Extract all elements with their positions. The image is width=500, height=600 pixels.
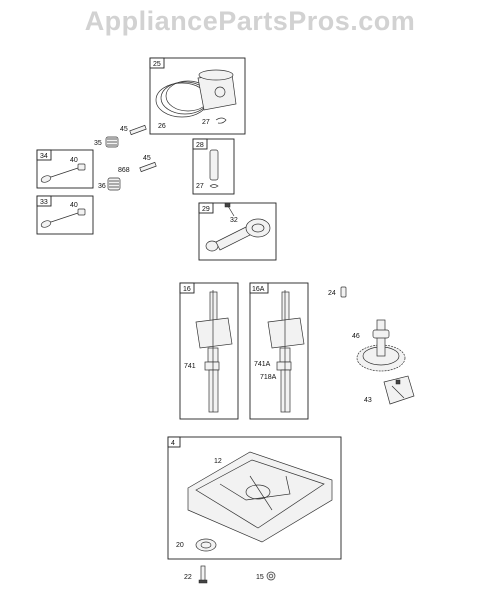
box-sump-cover[interactable]: 4 12 20 [167,436,342,560]
box-intake-valve[interactable]: 33 40 [36,195,94,235]
box-tag: 4 [171,440,175,447]
box-tag: 25 [153,61,161,68]
label-24: 24 [328,290,336,297]
watermark-text: AppliancePartsPros.com [84,6,416,36]
valve-spring-lower-icon [107,161,157,191]
crankshaft-icon [267,290,305,413]
box-connecting-rod[interactable]: 29 32 [198,202,277,261]
governor-icon [383,375,415,405]
label-868: 868 [118,167,130,174]
label-26: 26 [158,123,166,130]
box-crankshaft-alt[interactable]: 16A 741A 718A [249,282,309,420]
crankshaft-icon [195,290,233,413]
box-tag: 28 [196,142,204,149]
label-36: 36 [98,183,106,190]
valve-icon [40,163,86,183]
cam-gear-icon [356,319,406,372]
label-20: 20 [176,542,184,549]
label-40-upper: 40 [70,157,78,164]
wrist-pin-clip-icon [215,117,227,124]
label-45-upper: 45 [120,126,128,133]
label-35: 35 [94,140,102,147]
label-741: 741 [184,363,196,370]
box-tag: 16A [252,286,265,293]
label-718A: 718A [260,374,277,381]
rod-bolt-icon [224,202,235,217]
label-45-lower: 45 [143,155,151,162]
label-32: 32 [230,217,238,224]
label-15: 15 [256,574,264,581]
box-piston-assembly[interactable]: 25 26 27 [149,57,246,135]
box-exhaust-valve[interactable]: 34 40 [36,149,94,189]
valve-icon [40,208,86,228]
box-tag: 16 [183,286,191,293]
drain-plug-icon [266,571,276,581]
bolt-icon [198,565,208,584]
wrist-pin-icon [209,149,219,188]
valve-spring-upper-icon [105,124,147,148]
crank-key-icon [340,286,347,298]
oil-seal-icon [195,538,217,552]
box-tag: 29 [202,206,210,213]
box-crankshaft[interactable]: 16 741 [179,282,239,420]
label-12: 12 [214,458,222,465]
box-wrist-pin[interactable]: 28 27 [192,138,235,195]
sump-icon [187,451,333,543]
label-741A: 741A [254,361,271,368]
label-43: 43 [364,397,372,404]
label-27: 27 [202,119,210,126]
label-22: 22 [184,574,192,581]
piston-icon [155,69,237,118]
connecting-rod-icon [205,218,271,252]
label-46: 46 [352,333,360,340]
box-tag: 33 [40,199,48,206]
box-tag: 34 [40,153,48,160]
label-40-lower: 40 [70,202,78,209]
label-27-pin: 27 [196,183,204,190]
